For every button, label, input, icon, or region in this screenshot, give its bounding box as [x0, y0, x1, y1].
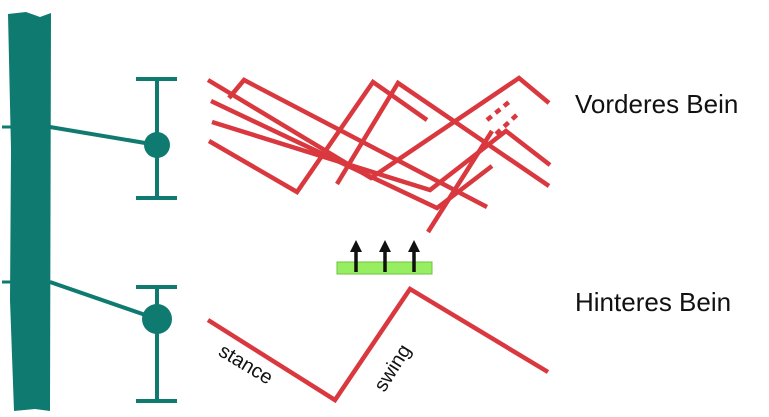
front-leg-joint [144, 132, 170, 158]
up-arrow-icon [350, 240, 362, 272]
front-leg-label: Vorderes Bein [575, 89, 739, 119]
hind-leg-trajectory [206, 285, 550, 404]
front-leg [49, 77, 177, 200]
hind-leg-joint [142, 304, 172, 334]
front-trajectory-5 [227, 77, 489, 209]
front-leg-trajectories [206, 75, 552, 234]
front-trajectory-2 [210, 98, 494, 211]
front-trajectory-4 [207, 78, 429, 195]
front-trajectory-dotted-1 [485, 100, 511, 122]
up-arrow-icon [408, 240, 420, 272]
front-trajectory-dotted-2 [494, 110, 522, 136]
up-arrow-icon [379, 240, 391, 272]
front-leg-link [49, 125, 158, 147]
hind-leg-link [49, 280, 158, 321]
hind-leg [49, 280, 177, 403]
body-trunk [8, 12, 51, 411]
front-trajectory-1 [206, 75, 551, 181]
front-trajectory-7 [426, 129, 494, 234]
front-trajectory-6 [335, 79, 551, 188]
support-bar [336, 240, 433, 275]
hind-leg-label: Hinteres Bein [575, 287, 732, 317]
